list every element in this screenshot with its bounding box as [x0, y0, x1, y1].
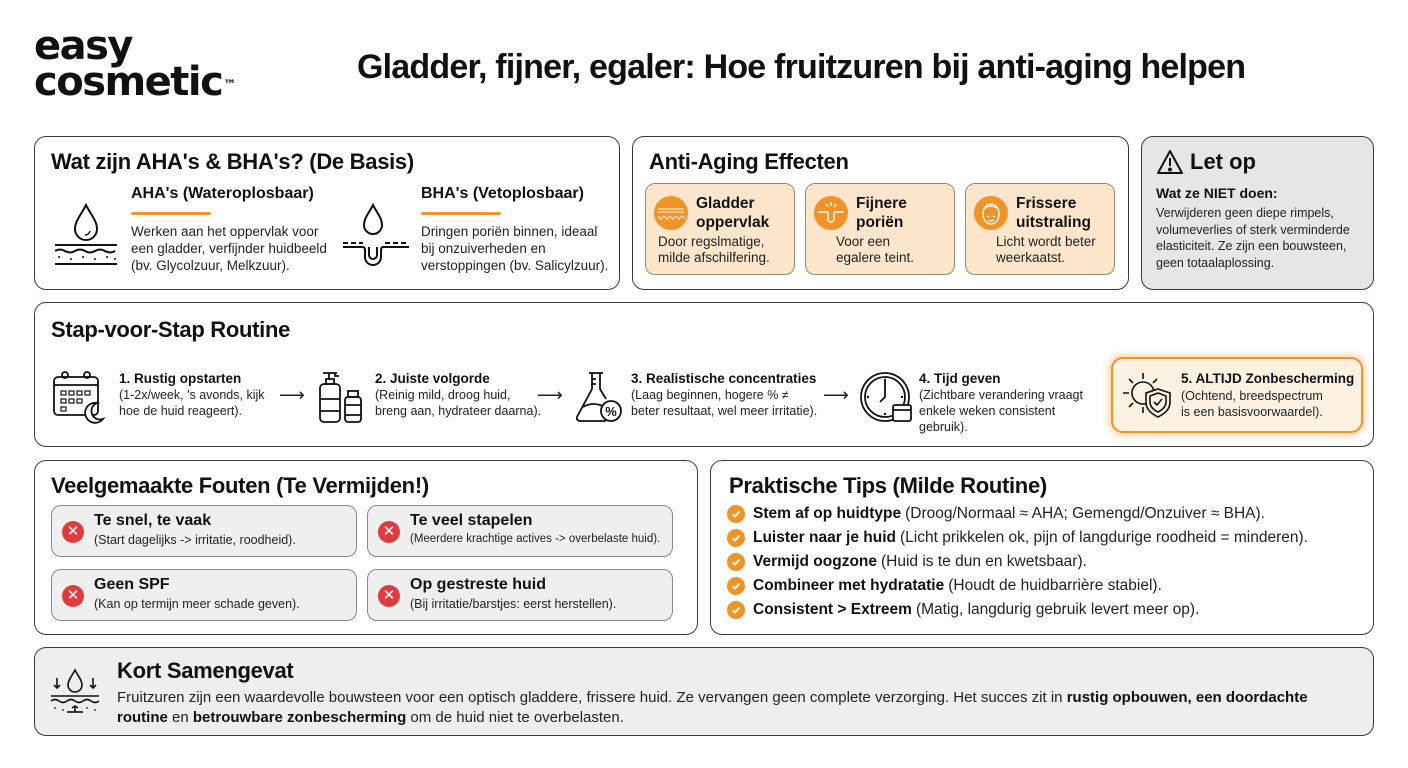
mistakes-heading: Veelgemaakte Fouten (Te Vermijden!) [51, 473, 429, 498]
page-title: Gladder, fijner, egaler: Hoe fruitzuren … [357, 48, 1246, 86]
error-x-icon: ✕ [378, 585, 400, 607]
warning-triangle-icon [1157, 150, 1183, 174]
pump-bottles-icon [319, 372, 362, 423]
svg-text:%: % [605, 404, 617, 419]
bha-title: BHA's (Vetoplosbaar) [421, 185, 584, 202]
check-circle-icon [727, 601, 745, 619]
mistakes-panel: Veelgemaakte Fouten (Te Vermijden!) ✕ Te… [34, 460, 698, 635]
brand-line-2: cosmetic [34, 59, 224, 105]
calendar-moon-icon [53, 371, 106, 424]
mistake-card: ✕ Op gestreste huid (Bij irritatie/barst… [367, 569, 673, 621]
refined-pore-icon [818, 202, 844, 223]
step-title: 3. Realistische concentraties [631, 371, 817, 386]
smooth-surface-icon [657, 208, 686, 220]
mistake-title: Geen SPF [94, 576, 170, 593]
mistake-description: (Meerdere krachtige actives -> overbelas… [410, 533, 661, 545]
flask-percent-icon: % [575, 372, 622, 422]
water-drop-skin-surface-icon [54, 202, 117, 265]
check-circle-icon [727, 577, 745, 595]
tips-panel: Praktische Tips (Milde Routine) Stem af … [710, 460, 1374, 635]
check-circle-icon [727, 529, 745, 547]
routine-panel: Stap-voor-Stap Routine 1. Rustig opstart… [34, 302, 1374, 447]
warning-description: Verwijderen geen diepe rimpels,volumever… [1156, 206, 1350, 270]
aha-underline [131, 212, 211, 215]
aha-title: AHA's (Wateroplosbaar) [131, 185, 314, 202]
tip-item: Luister naar je huid(Licht prikkelen ok,… [727, 529, 1308, 547]
summary-heading: Kort Samengevat [117, 658, 294, 683]
routine-heading: Stap-voor-Stap Routine [51, 317, 291, 342]
mistake-card: ✕ Te veel stapelen (Meerdere krachtige a… [367, 505, 673, 557]
mistake-title: Op gestreste huid [410, 576, 547, 593]
mistake-title: Te veel stapelen [410, 512, 533, 529]
brand-logo: easy cosmetic™ [34, 23, 237, 102]
sun-shield-icon [1123, 373, 1171, 418]
mistake-description: (Bij irritatie/barstjes: eerst herstelle… [410, 597, 617, 611]
step-title: 5. ALTIJD Zonbescherming [1181, 371, 1355, 386]
warning-subheading: Wat ze NIET doen: [1156, 185, 1278, 201]
routine-step-5-highlight: 5. ALTIJD Zonbescherming (Ochtend, breed… [1111, 357, 1363, 433]
arrow-icon: ⟶ [279, 385, 305, 405]
mistake-card: ✕ Te snel, te vaak (Start dagelijks -> i… [51, 505, 357, 557]
bha-underline [421, 212, 501, 215]
step-description: (Laag beginnen, hogere % ≠beter resultaa… [631, 388, 818, 418]
warning-heading: Let op [1190, 149, 1256, 174]
error-x-icon: ✕ [62, 585, 84, 607]
trademark: ™ [223, 78, 237, 93]
basis-heading: Wat zijn AHA's & BHA's? (De Basis) [51, 149, 414, 174]
arrow-icon: ⟶ [823, 385, 849, 405]
summary-panel: Kort Samengevat Fruitzuren zijn een waar… [34, 647, 1374, 736]
effect-description: Door regslmatige,milde afschilfering. [658, 234, 770, 265]
step-title: 1. Rustig opstarten [119, 371, 242, 386]
tip-item: Consistent > Extreem(Matig, langdurig ge… [727, 601, 1199, 619]
tips-heading: Praktische Tips (Milde Routine) [729, 473, 1047, 498]
step-title: 2. Juiste volgorde [375, 371, 490, 386]
brand-line-1: easy [34, 23, 134, 69]
step-description: (Reinig mild, droog huid,breng aan, hydr… [375, 388, 542, 418]
mistake-title: Te snel, te vaak [94, 512, 212, 529]
mistake-description: (Kan op termijn meer schade geven). [94, 597, 300, 611]
check-circle-icon [727, 553, 745, 571]
water-drop-pore-icon [343, 202, 409, 266]
error-x-icon: ✕ [62, 521, 84, 543]
clock-calendar-icon [860, 372, 912, 422]
mistake-description: (Start dagelijks -> irritatie, roodheid)… [94, 533, 296, 547]
drop-skin-layers-icon [50, 668, 100, 713]
warning-panel: Let op Wat ze NIET doen: Verwijderen gee… [1141, 136, 1374, 290]
step-title: 4. Tijd geven [919, 371, 1001, 386]
basis-panel: Wat zijn AHA's & BHA's? (De Basis) AHA's… [34, 136, 620, 290]
mistake-card: ✕ Geen SPF (Kan op termijn meer schade g… [51, 569, 357, 621]
radiant-face-icon [982, 203, 1000, 225]
tip-item: Stem af op huidtype(Droog/Normaal ≈ AHA;… [727, 505, 1265, 523]
effects-heading: Anti-Aging Effecten [649, 149, 849, 174]
arrow-icon: ⟶ [537, 385, 563, 405]
check-circle-icon [727, 505, 745, 523]
error-x-icon: ✕ [378, 521, 400, 543]
summary-text: Fruitzuren zijn een waardevolle bouwstee… [117, 689, 1308, 726]
tip-item: Vermijd oogzone(Huid is te dun en kwetsb… [727, 553, 1087, 571]
tip-item: Combineer met hydratatie(Houdt de huidba… [727, 577, 1162, 595]
